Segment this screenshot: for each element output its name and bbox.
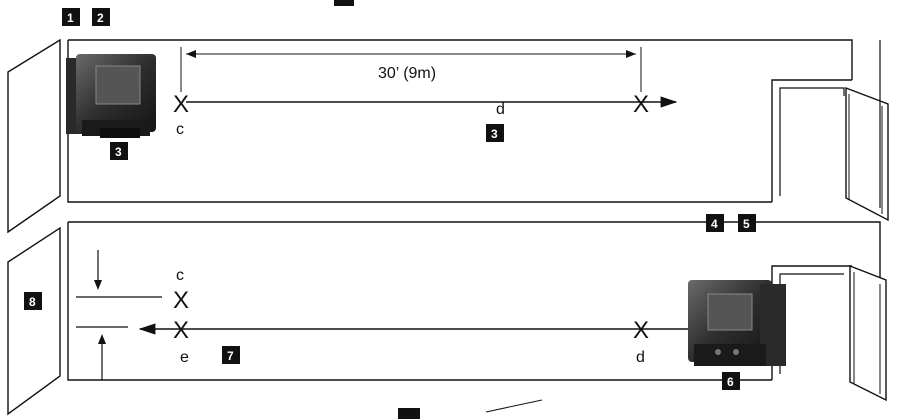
svg-text:4: 4 xyxy=(711,217,718,231)
label-c-bottom: c xyxy=(176,267,184,284)
step-badge-3-beam: 3 xyxy=(486,124,504,142)
distance-dimension: 30’ (9m) xyxy=(180,47,642,92)
svg-text:2: 2 xyxy=(97,11,104,25)
offset-measurement xyxy=(76,250,162,380)
svg-text:7: 7 xyxy=(227,349,234,363)
laser-level-bottom xyxy=(688,280,786,366)
svg-text:3: 3 xyxy=(115,145,122,159)
step-badge-8: 8 xyxy=(24,292,42,310)
label-d-bottom: d xyxy=(636,349,645,366)
mark-e-bottom: X xyxy=(173,317,189,344)
label-c-top: c xyxy=(176,121,184,138)
cropped-badge-top xyxy=(334,0,354,6)
label-d-top: d xyxy=(496,101,505,118)
cropped-badge xyxy=(398,408,420,419)
guide-line xyxy=(485,399,543,413)
step-badge-6: 6 xyxy=(722,372,740,390)
svg-text:5: 5 xyxy=(743,217,750,231)
svg-text:6: 6 xyxy=(727,375,734,389)
mark-c-bottom: X xyxy=(173,287,189,314)
svg-text:3: 3 xyxy=(491,127,498,141)
laser-level-top xyxy=(66,54,156,138)
step-badge-1: 1 xyxy=(62,8,80,26)
step-badge-3-tool: 3 xyxy=(110,142,128,160)
distance-label: 30’ (9m) xyxy=(378,65,436,82)
step-badge-5: 5 xyxy=(738,214,756,232)
mark-c-top: X xyxy=(173,91,189,118)
bottom-room xyxy=(7,221,887,416)
mark-d-top: X xyxy=(633,91,649,118)
svg-text:1: 1 xyxy=(67,11,74,25)
mark-d-bottom: X xyxy=(633,317,649,344)
label-e-bottom: e xyxy=(180,349,189,366)
step-badge-7: 7 xyxy=(222,346,240,364)
step-badge-2: 2 xyxy=(92,8,110,26)
step-badge-4: 4 xyxy=(706,214,724,232)
svg-text:8: 8 xyxy=(29,295,36,309)
